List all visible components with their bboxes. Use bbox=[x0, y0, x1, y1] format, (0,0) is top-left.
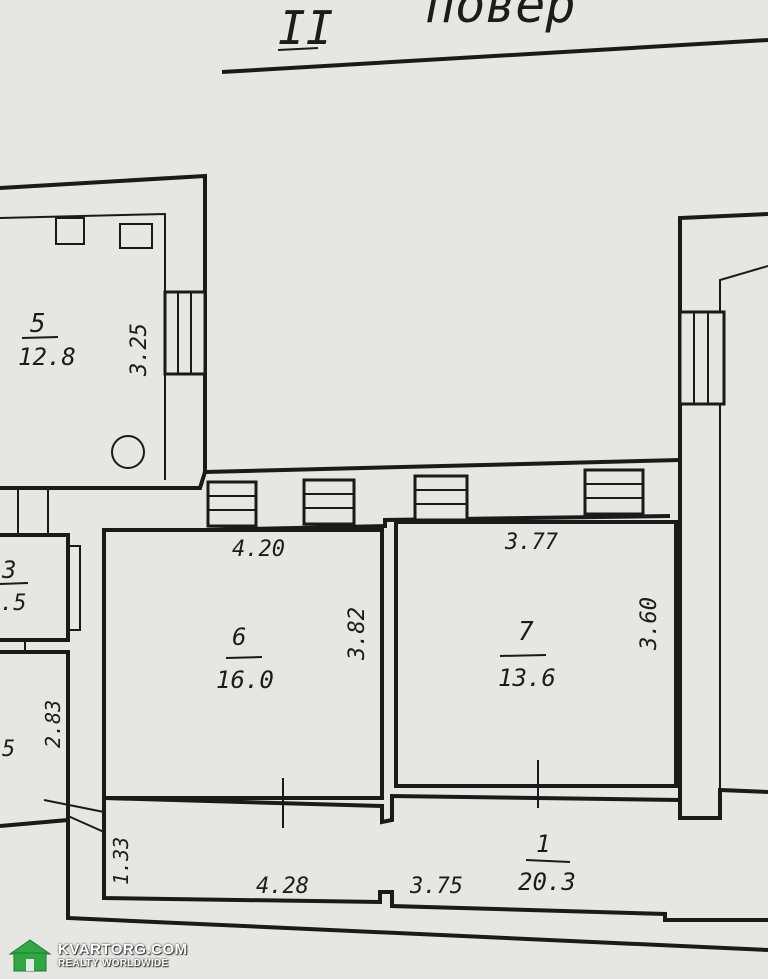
stair-1 bbox=[206, 480, 258, 528]
hallway-dim-height: 1.33 bbox=[109, 837, 133, 885]
hallway-fraction-line bbox=[525, 859, 571, 863]
room-5-inner-wall bbox=[0, 212, 166, 480]
room-7-dim-top: 3.77 bbox=[504, 530, 559, 555]
door-swing-2 bbox=[67, 815, 105, 833]
right-column-walls bbox=[678, 460, 768, 820]
room-7-area: 13.6 bbox=[498, 664, 556, 692]
stair-right bbox=[678, 310, 726, 406]
stair-room-5 bbox=[163, 290, 207, 376]
room-6-fraction-line bbox=[225, 656, 263, 659]
room-6-area: 16.0 bbox=[216, 666, 274, 694]
floor-label-underline bbox=[277, 47, 319, 51]
room-7-fraction-line bbox=[499, 654, 547, 657]
watermark-name: KVARTORG.COM bbox=[58, 940, 188, 958]
room-5-number: 5 bbox=[30, 309, 46, 339]
sink-icon bbox=[55, 217, 85, 245]
room-7-number: 7 bbox=[518, 617, 534, 647]
door-swing-1 bbox=[43, 799, 105, 813]
room-7-dim-side: 3.60 bbox=[637, 597, 662, 651]
watermark: KVARTORG.COM REALTY WORLDWIDE bbox=[8, 936, 188, 974]
right-block-inner-wall bbox=[719, 265, 768, 790]
room-7-walls bbox=[394, 520, 678, 788]
hallway-dim-right: 3.75 bbox=[409, 874, 463, 899]
hallway-area: 20.3 bbox=[518, 868, 576, 896]
room-3-fraction-line bbox=[0, 582, 29, 585]
room-5-area: 12.8 bbox=[18, 343, 76, 371]
header-title-fragment: повер bbox=[425, 0, 576, 34]
room-left-5-walls bbox=[0, 650, 70, 828]
outer-bottom-wall bbox=[66, 820, 768, 952]
room-left-5-number: 5 bbox=[2, 737, 15, 762]
room-5-dimension: 3.25 bbox=[127, 323, 152, 377]
floor-label: II bbox=[278, 1, 333, 55]
room-3-area: .5 bbox=[0, 591, 27, 616]
room-3-fixture bbox=[67, 545, 81, 631]
hallway-number: 1 bbox=[536, 830, 550, 858]
stair-2 bbox=[302, 478, 356, 526]
watermark-subtitle: REALTY WORLDWIDE bbox=[58, 957, 169, 969]
room-6-number: 6 bbox=[232, 623, 246, 651]
room-6-dim-side: 3.82 bbox=[345, 607, 370, 661]
room-3-number: 3 bbox=[1, 556, 16, 584]
header-rule bbox=[221, 38, 768, 74]
room-5-fraction-line bbox=[21, 336, 59, 339]
stair-3 bbox=[413, 474, 469, 522]
hallway-bottom-wall bbox=[102, 798, 768, 922]
corridor-top-wall bbox=[204, 458, 681, 474]
room-left-5-dimension: 2.83 bbox=[41, 700, 65, 748]
hallway-top-wall bbox=[103, 793, 681, 825]
house-icon bbox=[8, 938, 52, 972]
room-6-walls bbox=[102, 528, 384, 800]
room-6-dim-top: 4.20 bbox=[232, 537, 285, 562]
toilet-icon bbox=[111, 435, 145, 469]
hallway-dim-left: 4.28 bbox=[256, 874, 309, 899]
stair-4 bbox=[583, 468, 645, 516]
stove-icon bbox=[119, 223, 153, 249]
room-3-walls bbox=[0, 533, 70, 642]
